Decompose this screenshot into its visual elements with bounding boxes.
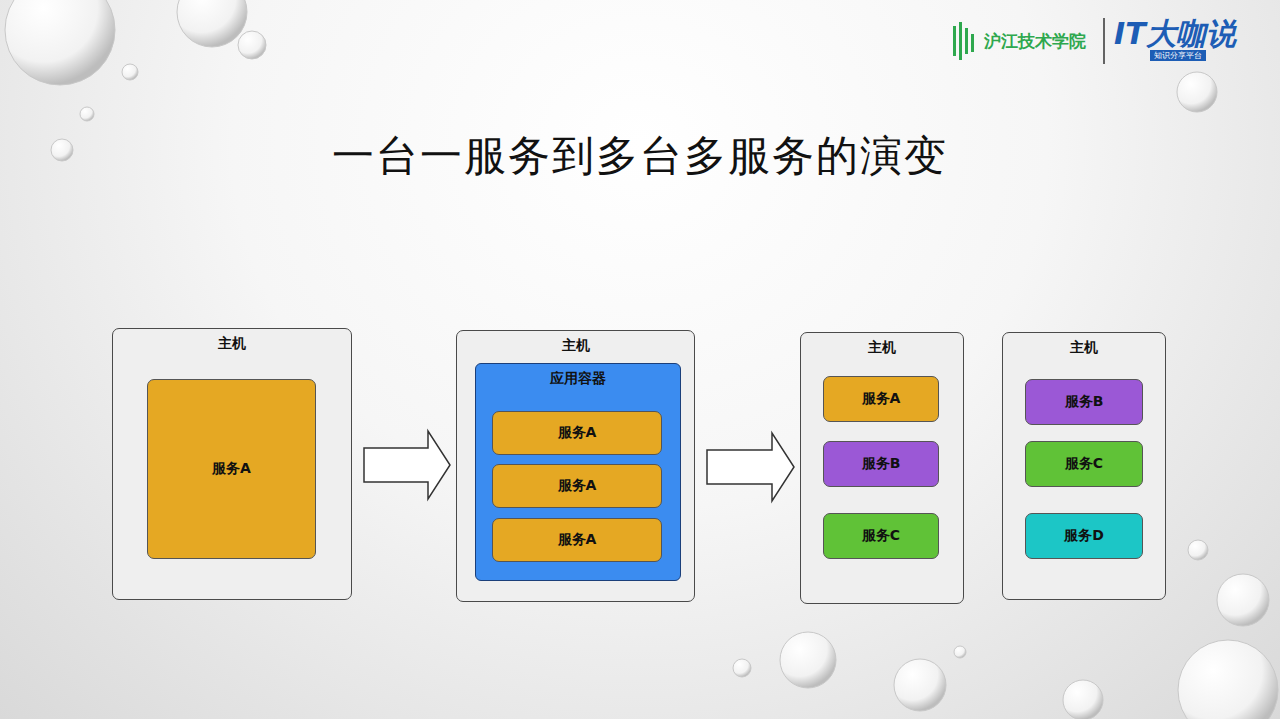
slide-title: 一台一服务到多台多服务的演变 xyxy=(0,128,1280,184)
box-heading: 应用容器 xyxy=(476,370,680,388)
service-box: 服务A xyxy=(492,411,662,455)
box-heading: 主机 xyxy=(1003,339,1165,357)
water-drops xyxy=(5,0,1278,719)
host-box: 主机服务A xyxy=(112,328,352,600)
service-box: 服务A xyxy=(823,376,939,422)
service-box: 服务A xyxy=(147,379,316,559)
logo-icon xyxy=(953,22,974,60)
service-label: 服务B xyxy=(1065,393,1104,411)
service-box: 服务C xyxy=(823,513,939,559)
host-box: 主机应用容器服务A 服务A 服务A xyxy=(456,330,695,602)
service-box: 服务B xyxy=(823,441,939,487)
logo-slogan: 知识分享平台 xyxy=(1150,50,1206,61)
service-label: 服务A xyxy=(212,460,251,478)
service-label: 服务A xyxy=(558,477,597,495)
logo-brand: IT大咖说 xyxy=(1114,14,1236,55)
box-heading: 主机 xyxy=(801,339,963,357)
service-label: 服务C xyxy=(1065,455,1103,473)
host-box: 主机服务A 服务B 服务C xyxy=(800,332,964,604)
service-label: 服务A xyxy=(862,390,901,408)
service-box: 服务A xyxy=(492,518,662,562)
box-heading: 主机 xyxy=(113,335,351,353)
logo-text: 沪江技术学院 xyxy=(984,30,1086,53)
host-box: 主机服务B 服务C 服务D xyxy=(1002,332,1166,600)
service-box: 服务B xyxy=(1025,379,1143,425)
app-container: 应用容器服务A 服务A 服务A xyxy=(475,363,681,581)
box-heading: 主机 xyxy=(457,337,694,355)
service-label: 服务C xyxy=(862,527,900,545)
service-label: 服务B xyxy=(862,455,901,473)
logo-divider xyxy=(1103,18,1105,64)
block-arrow xyxy=(364,431,450,499)
service-box: 服务D xyxy=(1025,513,1143,559)
service-label: 服务D xyxy=(1064,527,1104,545)
service-label: 服务A xyxy=(558,531,597,549)
block-arrow xyxy=(707,433,794,501)
service-label: 服务A xyxy=(558,424,597,442)
service-box: 服务C xyxy=(1025,441,1143,487)
service-box: 服务A xyxy=(492,464,662,508)
